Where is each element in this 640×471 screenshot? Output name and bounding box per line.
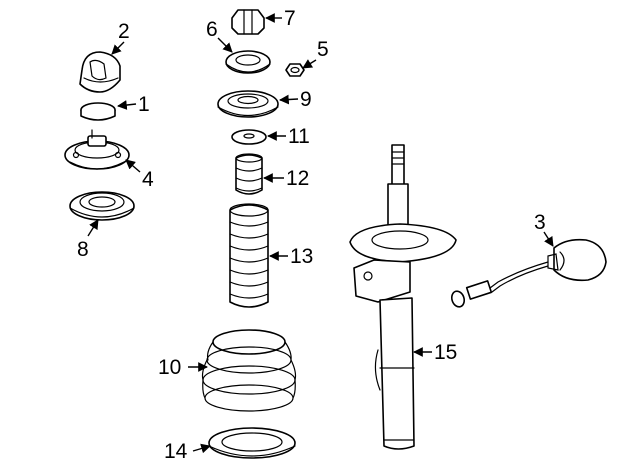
- callout-13: 13: [290, 245, 313, 268]
- callout-14: 14: [164, 440, 188, 463]
- part-8-bearing: [69, 191, 135, 221]
- callout-labels: 2 1 4 8 7 6 5 9 11 12 13 10 14 15 3: [77, 7, 546, 463]
- leader-3: [543, 231, 554, 247]
- leader-6: [217, 37, 233, 53]
- part-7-nut: [231, 9, 265, 35]
- callout-12: 12: [286, 167, 309, 190]
- callout-7: 7: [284, 7, 296, 30]
- part-14-spring-pad: [208, 427, 296, 459]
- part-13-dust-boot: [229, 203, 269, 308]
- callout-1: 1: [138, 93, 150, 116]
- callout-5: 5: [317, 38, 329, 61]
- part-10-coil-spring: [201, 329, 297, 412]
- leader-8: [87, 219, 99, 237]
- callout-8: 8: [77, 238, 89, 261]
- callout-11: 11: [288, 125, 310, 148]
- leader-1: [117, 100, 137, 110]
- callout-2: 2: [118, 20, 130, 43]
- part-4-upper-mount: [64, 129, 130, 170]
- part-6-washer: [225, 50, 271, 74]
- leader-5: [302, 59, 317, 69]
- part-12-bump-stop: [235, 153, 263, 195]
- leader-14: [192, 443, 211, 454]
- callout-3: 3: [534, 211, 546, 234]
- leader-lines: [87, 13, 554, 454]
- callout-15: 15: [434, 341, 457, 364]
- callout-6: 6: [206, 18, 218, 41]
- part-1-bushing: [80, 102, 116, 121]
- leader-4: [125, 159, 141, 173]
- callout-4: 4: [142, 168, 154, 191]
- part-15-strut: [349, 144, 457, 450]
- leader-9: [279, 94, 299, 105]
- part-5-small-nut: [285, 63, 305, 77]
- part-2-top-cap: [79, 51, 121, 93]
- leader-2: [111, 41, 125, 55]
- callout-9: 9: [300, 88, 312, 111]
- part-11-washer: [231, 129, 267, 145]
- callout-10: 10: [158, 356, 181, 379]
- part-3-sensor: [450, 238, 607, 308]
- part-9-spring-seat: [217, 90, 279, 118]
